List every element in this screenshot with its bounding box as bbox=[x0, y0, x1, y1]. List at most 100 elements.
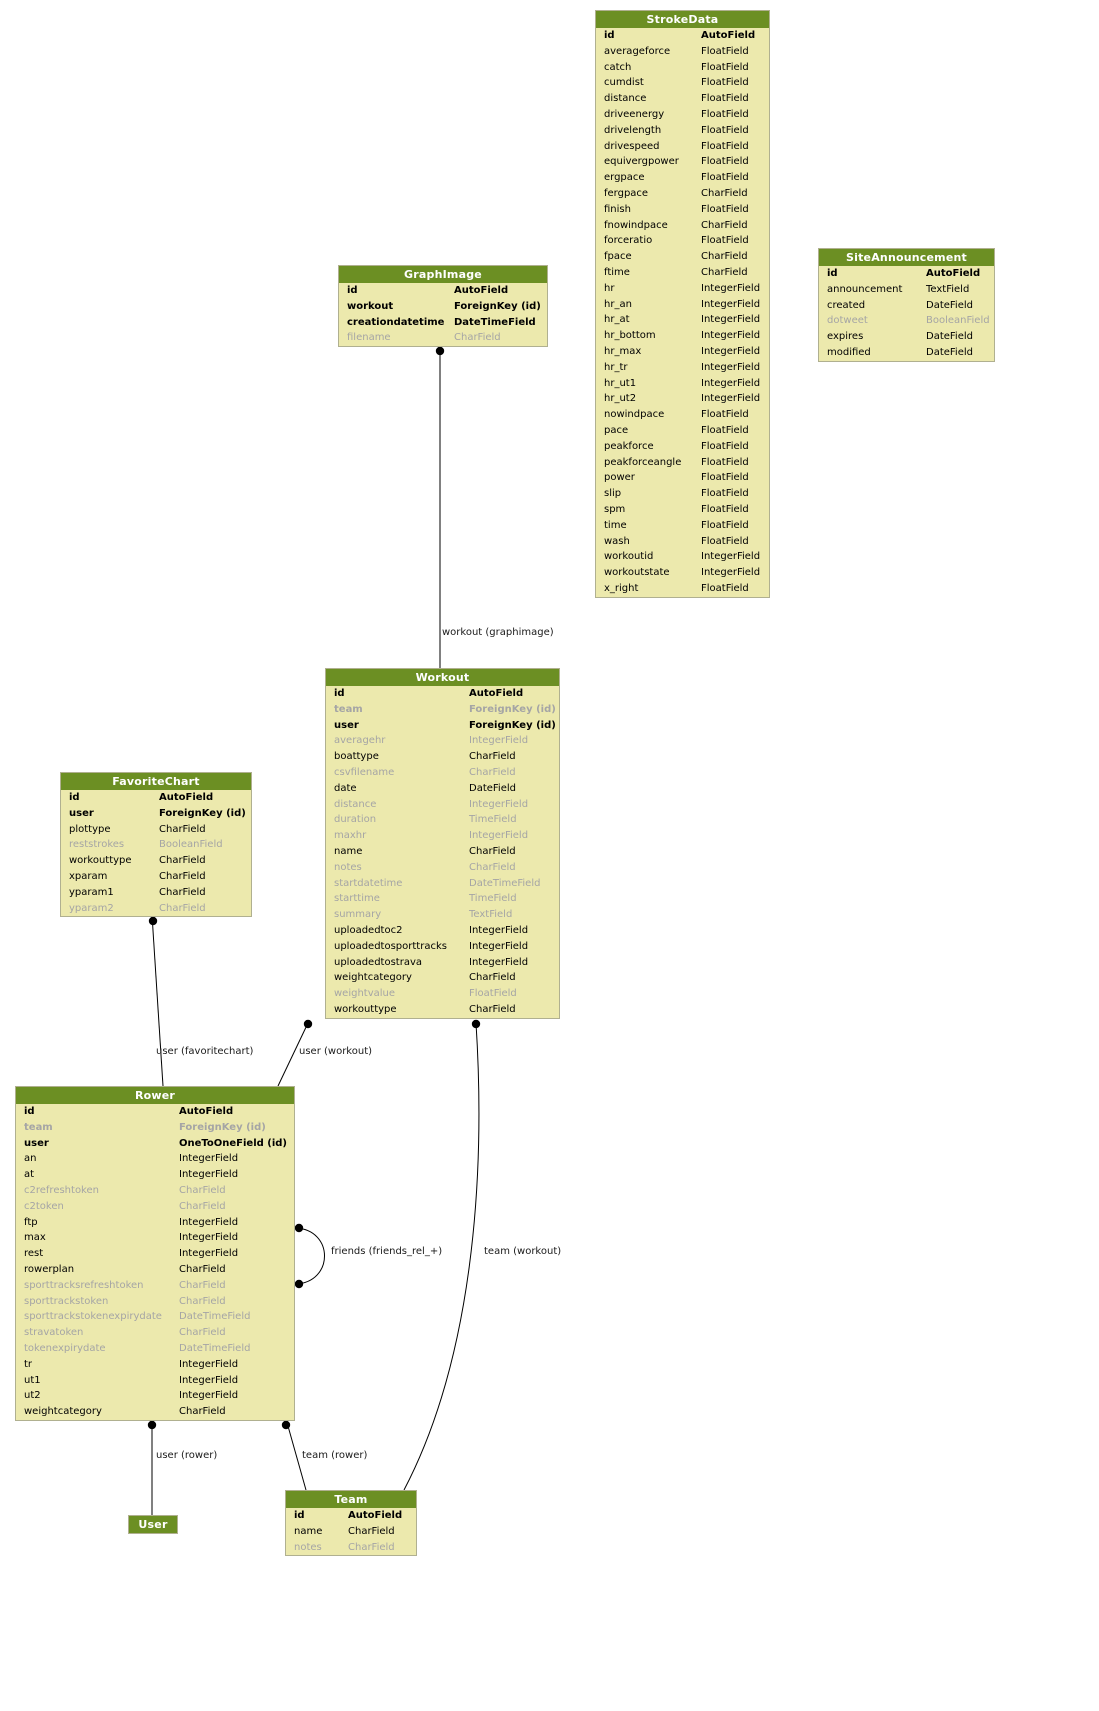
field-name: hr_bottom bbox=[604, 330, 656, 342]
field-row: tr IntegerField bbox=[16, 1357, 294, 1373]
field-name: fnowindpace bbox=[604, 219, 668, 231]
field-name: xparam bbox=[69, 870, 108, 882]
field-type: FloatField bbox=[701, 488, 749, 500]
field-name: ftp bbox=[24, 1216, 38, 1228]
table-title: SiteAnnouncement bbox=[819, 249, 994, 266]
edge-endpoint-dot bbox=[294, 1223, 304, 1233]
field-name: c2token bbox=[24, 1200, 64, 1212]
field-name: at bbox=[24, 1169, 35, 1181]
field-name: tokenexpirydate bbox=[24, 1342, 106, 1354]
field-row: modified DateField bbox=[819, 345, 994, 361]
field-type: IntegerField bbox=[701, 361, 761, 373]
field-type: DateField bbox=[926, 346, 973, 358]
field-type: IntegerField bbox=[179, 1374, 239, 1386]
field-type: IntegerField bbox=[701, 345, 761, 357]
field-name: equivergpower bbox=[604, 156, 679, 168]
field-name: slip bbox=[604, 488, 622, 500]
field-name: reststrokes bbox=[69, 839, 125, 851]
table-title: Rower bbox=[16, 1087, 294, 1104]
field-name: created bbox=[827, 299, 866, 311]
field-name: wash bbox=[604, 535, 630, 547]
field-name: pace bbox=[604, 424, 629, 436]
field-type: FloatField bbox=[701, 519, 749, 531]
field-type: FloatField bbox=[469, 988, 517, 1000]
edge-endpoint-dot bbox=[471, 1019, 481, 1029]
field-type: CharField bbox=[159, 886, 206, 898]
field-row: created DateField bbox=[819, 298, 994, 314]
field-row: reststrokes BooleanField bbox=[61, 837, 251, 853]
relation-edge bbox=[285, 1418, 307, 1491]
field-type: IntegerField bbox=[701, 282, 761, 294]
table-title: GraphImage bbox=[339, 266, 547, 283]
field-name: tr bbox=[24, 1358, 33, 1370]
field-type: CharField bbox=[701, 219, 748, 231]
edge-label: team (rower) bbox=[302, 1450, 368, 1461]
field-name: sporttrackstoken bbox=[24, 1295, 109, 1307]
field-type: IntegerField bbox=[179, 1358, 239, 1370]
field-type: IntegerField bbox=[469, 830, 529, 842]
edge-endpoint-dot bbox=[303, 1019, 313, 1029]
field-name: workoutid bbox=[604, 551, 654, 563]
field-type: OneToOneField (id) bbox=[179, 1137, 288, 1149]
field-type: IntegerField bbox=[701, 377, 761, 389]
field-name: time bbox=[604, 519, 627, 531]
field-type: FloatField bbox=[701, 472, 749, 484]
field-name: max bbox=[24, 1232, 46, 1244]
model-table-user: User bbox=[128, 1515, 178, 1534]
field-type: CharField bbox=[159, 855, 206, 867]
field-type: FloatField bbox=[701, 203, 749, 215]
relation-edge bbox=[151, 914, 164, 1087]
field-type: IntegerField bbox=[701, 298, 761, 310]
field-type: DateField bbox=[926, 299, 973, 311]
field-type: CharField bbox=[454, 332, 501, 344]
field-name: id bbox=[604, 30, 615, 41]
field-name: boattype bbox=[334, 751, 379, 763]
edge-label: workout (graphimage) bbox=[442, 627, 554, 638]
field-type: CharField bbox=[469, 1003, 516, 1015]
field-type: DateField bbox=[469, 782, 516, 794]
table-title: Team bbox=[286, 1491, 416, 1508]
field-type: CharField bbox=[701, 266, 748, 278]
field-name: plottype bbox=[69, 823, 111, 835]
field-type: BooleanField bbox=[159, 839, 223, 851]
field-type: DateTimeField bbox=[179, 1342, 251, 1354]
field-name: catch bbox=[604, 61, 632, 73]
field-type: FloatField bbox=[701, 409, 749, 421]
field-type: FloatField bbox=[701, 503, 749, 515]
field-type: IntegerField bbox=[179, 1232, 239, 1244]
field-type: AutoField bbox=[348, 1510, 403, 1521]
field-name: modified bbox=[827, 346, 871, 358]
field-name: sporttracksrefreshtoken bbox=[24, 1279, 144, 1291]
field-type: FloatField bbox=[701, 140, 749, 152]
field-name: spm bbox=[604, 503, 626, 515]
